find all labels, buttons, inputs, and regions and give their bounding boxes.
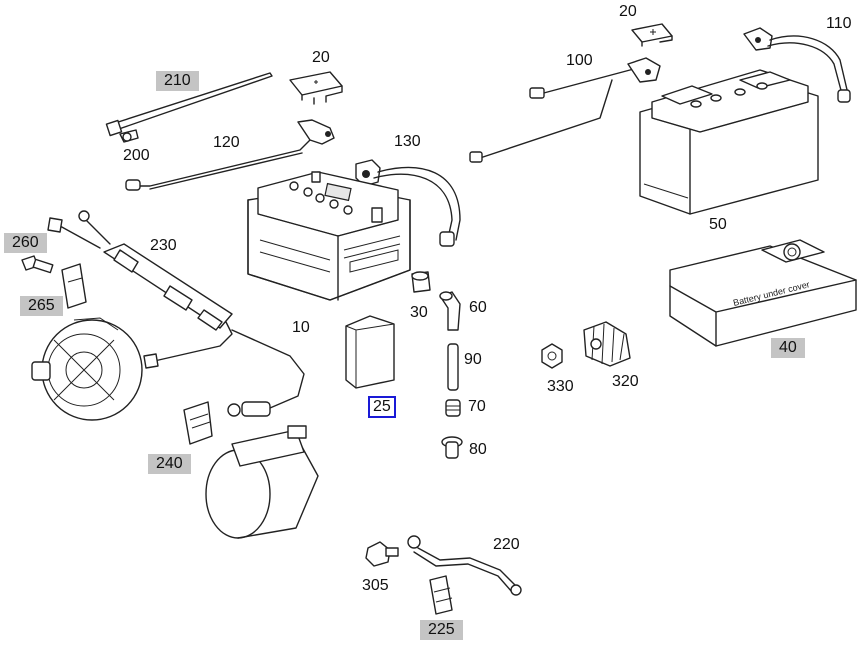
- label-70[interactable]: 70: [468, 398, 486, 415]
- label-50[interactable]: 50: [709, 216, 727, 233]
- holder-drawing[interactable]: [61, 263, 87, 309]
- label-305[interactable]: 305: [362, 577, 389, 594]
- label-260[interactable]: 260: [4, 233, 47, 253]
- label-210[interactable]: 210: [156, 71, 199, 91]
- clip-drawing[interactable]: [119, 129, 139, 143]
- nut-drawing[interactable]: [541, 343, 563, 369]
- vent-tube-drawing[interactable]: [447, 343, 459, 391]
- bolt-drawing[interactable]: [21, 255, 54, 274]
- negative-cable-drawing[interactable]: [743, 27, 851, 103]
- label-20-left[interactable]: 20: [312, 49, 330, 66]
- label-220[interactable]: 220: [493, 536, 520, 553]
- label-110[interactable]: 110: [826, 15, 852, 32]
- bolt-drawing-305[interactable]: [365, 541, 399, 567]
- label-80[interactable]: 80: [469, 441, 487, 458]
- alternator-drawing[interactable]: [31, 317, 143, 421]
- label-230[interactable]: 230: [150, 237, 177, 254]
- label-20-right[interactable]: 20: [619, 3, 637, 20]
- grommet-drawing[interactable]: [445, 399, 461, 417]
- ground-cable-drawing[interactable]: [125, 119, 335, 191]
- clamp-drawing[interactable]: [183, 401, 213, 445]
- label-40[interactable]: 40: [771, 338, 805, 358]
- terminal-cap-drawing-right[interactable]: [631, 23, 673, 47]
- battery-drawing[interactable]: [247, 171, 411, 301]
- elbow-fitting-drawing[interactable]: [439, 291, 461, 331]
- label-265[interactable]: 265: [20, 296, 63, 316]
- label-100[interactable]: 100: [566, 52, 593, 69]
- label-240[interactable]: 240: [148, 454, 191, 474]
- label-60[interactable]: 60: [469, 299, 487, 316]
- label-225[interactable]: 225: [420, 620, 463, 640]
- connector-drawing[interactable]: [583, 321, 631, 367]
- label-25[interactable]: 25: [368, 396, 396, 418]
- label-90[interactable]: 90: [464, 351, 482, 368]
- cover-box-drawing[interactable]: [345, 315, 395, 389]
- label-320[interactable]: 320: [612, 373, 639, 390]
- label-120[interactable]: 120: [213, 134, 240, 151]
- cable-tie-drawing[interactable]: [105, 72, 273, 137]
- ground-strap-drawing[interactable]: [407, 535, 522, 596]
- battery-cover-drawing[interactable]: Battery under cover: [669, 239, 857, 347]
- ring-terminal-drawing[interactable]: [227, 401, 271, 417]
- wiring-harness-drawing[interactable]: [47, 210, 305, 409]
- label-200[interactable]: 200: [123, 147, 150, 164]
- sensor-cable-drawing[interactable]: [469, 57, 661, 163]
- positive-cable-drawing[interactable]: [355, 159, 461, 247]
- plug-drawing[interactable]: [441, 436, 463, 459]
- bracket-drawing[interactable]: [429, 575, 453, 615]
- label-10[interactable]: 10: [292, 319, 310, 336]
- terminal-drawing[interactable]: [411, 271, 431, 293]
- terminal-cap-drawing-left[interactable]: [289, 71, 343, 105]
- large-battery-drawing[interactable]: [639, 69, 819, 215]
- label-330[interactable]: 330: [547, 378, 574, 395]
- starter-drawing[interactable]: [205, 425, 319, 539]
- label-130[interactable]: 130: [394, 133, 421, 150]
- label-30[interactable]: 30: [410, 304, 428, 321]
